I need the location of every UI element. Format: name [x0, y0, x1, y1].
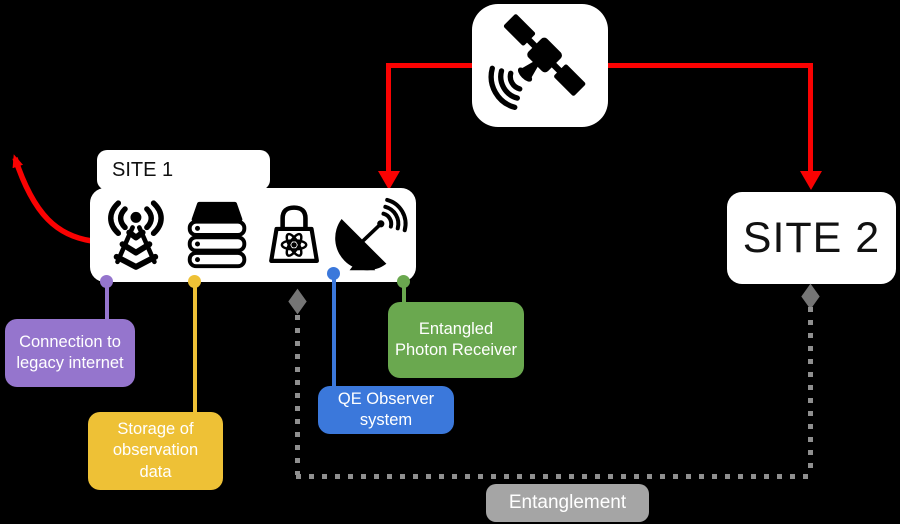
qe-observer-stem — [332, 279, 336, 389]
server-rack-icon — [187, 201, 247, 269]
photon-receiver-callout-text: Entangled Photon Receiver — [395, 319, 517, 359]
satellite-icon — [488, 13, 586, 110]
photon-receiver-anchor-dot — [397, 275, 410, 288]
bag-atom-icon — [269, 205, 319, 263]
entanglement-line-left — [295, 315, 300, 475]
legacy-internet-callout: Connection to legacy internet — [5, 319, 135, 387]
satellite-link-left-vertical — [386, 63, 391, 173]
entanglement-line-right — [808, 307, 813, 475]
qe-observer-callout: QE Observer system — [318, 386, 454, 434]
storage-callout-text: Storage of observation data — [112, 419, 199, 481]
site1-box — [90, 188, 416, 282]
arrowhead-to-site2 — [800, 171, 822, 190]
entanglement-label-text: Entanglement — [508, 492, 627, 513]
entanglement-endpoint-site2 — [801, 283, 820, 310]
legacy-internet-anchor-dot — [100, 275, 113, 288]
entanglement-line-bottom — [296, 474, 813, 479]
site2-box: SITE 2 — [727, 192, 896, 284]
storage-stem — [193, 287, 197, 415]
legacy-internet-callout-text: Connection to legacy internet — [16, 332, 124, 372]
site1-label: SITE 1 — [112, 158, 174, 181]
legacy-internet-arrow — [12, 154, 93, 244]
storage-anchor-dot — [188, 275, 201, 288]
satellite-link-right-vertical — [808, 63, 813, 173]
site2-label: SITE 2 — [742, 213, 881, 262]
radio-tower-icon — [108, 200, 164, 270]
satellite-dish-icon — [335, 197, 408, 271]
photon-receiver-stem — [402, 287, 406, 305]
arrowhead-to-site1 — [378, 171, 400, 190]
entanglement-endpoint-site1 — [288, 288, 307, 315]
site1-tab: SITE 1 — [97, 150, 270, 190]
storage-callout: Storage of observation data — [88, 412, 223, 490]
entanglement-label-pill: Entanglement — [486, 484, 649, 522]
qe-observer-anchor-dot — [327, 267, 340, 280]
qe-observer-callout-text: QE Observer system — [337, 389, 435, 429]
satellite-link-left-horizontal — [386, 63, 472, 68]
legacy-internet-stem — [105, 287, 109, 324]
photon-receiver-callout: Entangled Photon Receiver — [388, 302, 524, 378]
satellite-link-right-horizontal — [608, 63, 813, 68]
satellite-node — [472, 4, 608, 127]
